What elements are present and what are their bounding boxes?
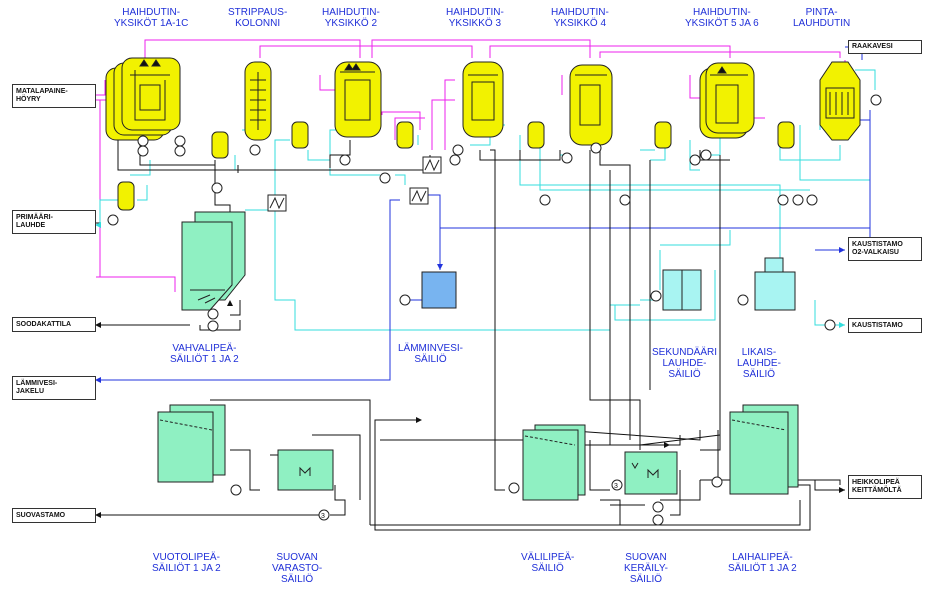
pump-number-varasto: 3 (321, 513, 325, 520)
evaporator-1a-1c (105, 57, 181, 141)
evaporator-3 (462, 61, 504, 138)
label-foul-condensate: LIKAIS- LAUHDE- SÄILIÖ (737, 347, 781, 380)
hot-water-tank (421, 271, 457, 309)
label-evaporator-5-6: HAIHDUTIN- YKSIKÖT 5 JA 6 (685, 7, 759, 29)
label-hot-water-tank: LÄMMINVESI- SÄILIÖ (398, 343, 464, 365)
label-soap-storage: SUOVAN VARASTO- SÄILIÖ (272, 552, 323, 585)
leak-liquor-tanks (157, 404, 226, 483)
surface-condenser (819, 61, 861, 141)
evaporator-5-6 (699, 62, 755, 139)
strong-liquor-tanks (181, 211, 246, 311)
secondary-condensate-tank (662, 269, 702, 311)
stream-raakavesi: RAAKAVESI (848, 40, 922, 54)
soap-storage-tank (277, 449, 334, 491)
evaporator-2 (334, 61, 382, 138)
label-stripping-column: STRIPPAUS- KOLONNI (228, 7, 288, 29)
label-evaporator-1a-1c: HAIHDUTIN- YKSIKÖT 1A-1C (114, 7, 189, 29)
small-separators (117, 121, 795, 211)
label-secondary-condensate: SEKUNDÄÄRI LAUHDE- SÄILIÖ (652, 347, 718, 380)
label-soap-collection: SUOVAN KERÄILY- SÄILIÖ (624, 552, 668, 585)
stream-primaarilauhde: PRIMÄÄRI- LAUHDE (12, 210, 96, 234)
weak-liquor-tanks (729, 404, 799, 495)
label-evaporator-2: HAIHDUTIN- YKSIKKÖ 2 (322, 7, 380, 29)
label-strong-liquor-tanks: VAHVALIPEÄ- SÄILIÖT 1 JA 2 (170, 343, 239, 365)
pump-number-keraily: 3 (614, 483, 618, 490)
stream-kaustistamo: KAUSTISTAMO (848, 318, 922, 333)
stream-suovastamo: SUOVASTAMO (12, 508, 96, 523)
pumps (107, 94, 882, 526)
evaporator-4 (569, 64, 613, 146)
stream-lammivesijakelu: LÄMMIVESI- JAKELU (12, 376, 96, 400)
condensate-arrowheads (95, 222, 845, 328)
stream-kaustistamo-o2: KAUSTISTAMO O2-VALKAISU (848, 237, 922, 261)
stream-soodakattila: SOODAKATTILA (12, 317, 96, 332)
water-arrowheads (95, 247, 845, 383)
stripping-column (244, 61, 272, 141)
stream-matalapainehoyry: MATALAPAINE- HÖYRY (12, 84, 96, 108)
label-intermediate-liquor: VÄLILIPEÄ- SÄILIÖ (521, 552, 575, 574)
label-surface-condenser: PINTA- LAUHDUTIN (793, 7, 851, 29)
label-leak-liquor-tanks: VUOTOLIPEÄ- SÄILIÖT 1 JA 2 (152, 552, 221, 574)
soap-collection-tank (624, 451, 678, 495)
stream-heikkolipea: HEIKKOLIPEÄ KEITTÄMÖLTÄ (848, 475, 922, 499)
label-evaporator-4: HAIHDUTIN- YKSIKKÖ 4 (551, 7, 609, 29)
heat-exchangers (267, 156, 442, 212)
label-evaporator-3: HAIHDUTIN- YKSIKKÖ 3 (446, 7, 504, 29)
intermediate-liquor-tank (522, 424, 586, 501)
label-weak-liquor-tanks: LAIHALIPEÄ- SÄILIÖT 1 JA 2 (728, 552, 797, 574)
foul-condensate-tank (754, 257, 796, 311)
